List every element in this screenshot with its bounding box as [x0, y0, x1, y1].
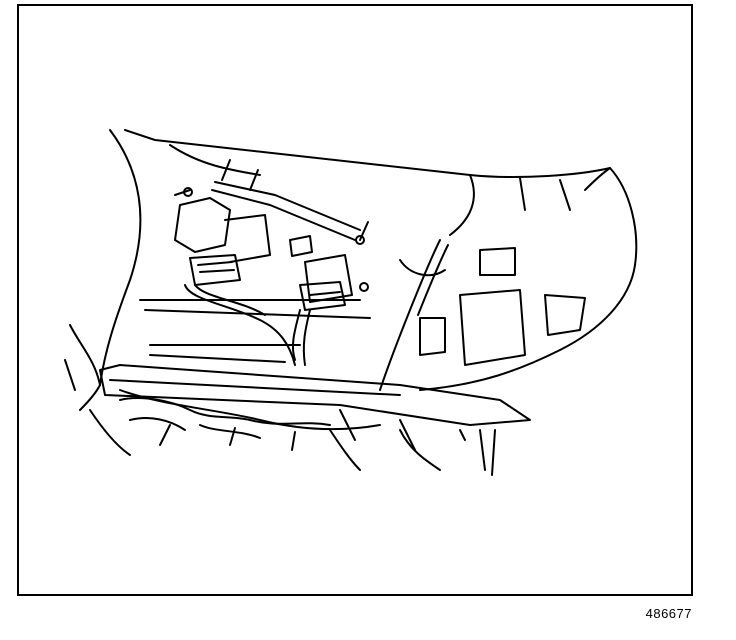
panel-pockets [139, 247, 586, 366]
left-connector [174, 197, 271, 286]
wiring-bundles [184, 239, 449, 391]
harness-trough [99, 364, 531, 431]
fasteners [174, 159, 369, 292]
wrapped-harness [119, 397, 496, 476]
figure-number: 486677 [645, 606, 692, 621]
right-connector [289, 235, 353, 311]
panel-outline [99, 129, 638, 391]
technician-hands [64, 324, 441, 471]
